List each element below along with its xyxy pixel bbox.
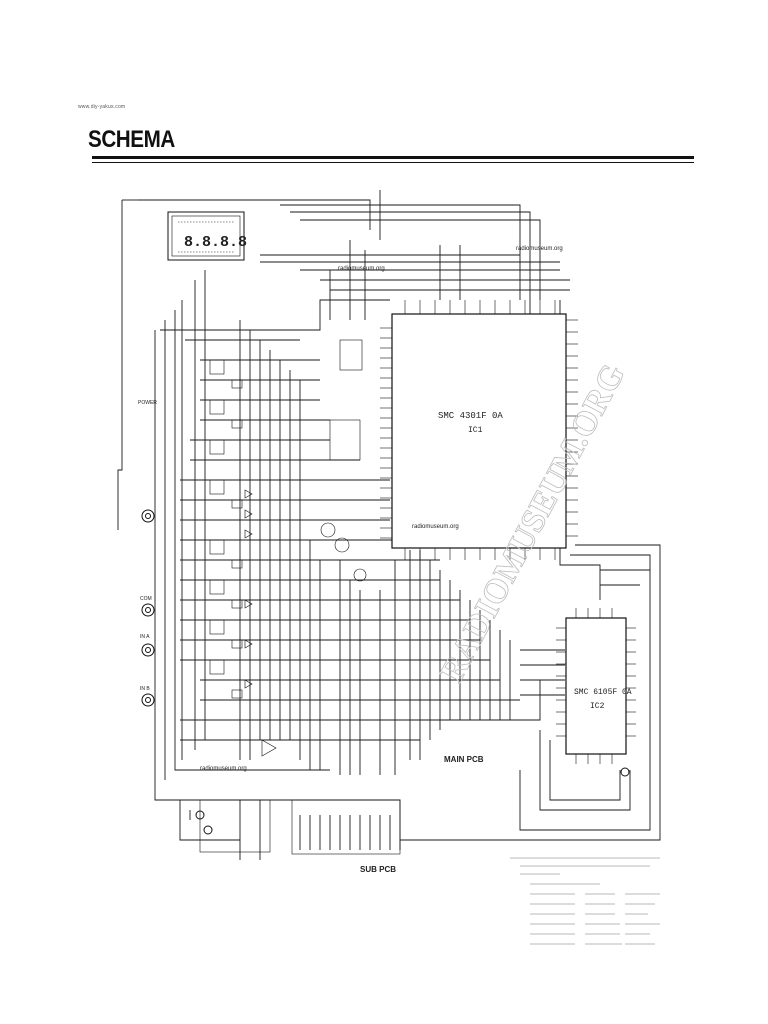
in-b-label: IN B bbox=[140, 686, 150, 692]
watermark-url-2: radiomuseum.org bbox=[516, 246, 563, 252]
title-rule-thick bbox=[92, 156, 694, 159]
source-site-label: www.diy-yakus.com bbox=[78, 104, 126, 110]
ic2-part-number: SMC 6105F 0A bbox=[574, 688, 632, 697]
sub-pcb-label: SUB PCB bbox=[360, 865, 396, 874]
watermark-url-1: radiomuseum.org bbox=[338, 266, 385, 272]
ic2-ref: IC2 bbox=[590, 702, 605, 711]
watermark-url-4: radiomuseum.org bbox=[200, 766, 247, 772]
power-label: POWER bbox=[138, 400, 157, 406]
com-label: COM bbox=[140, 596, 152, 602]
main-pcb-label: MAIN PCB bbox=[444, 755, 484, 764]
ic1-part-number: SMC 4301F 0A bbox=[438, 411, 503, 421]
watermark-url-3: radiomuseum.org bbox=[412, 524, 459, 530]
input-jacks bbox=[141, 509, 630, 835]
in-a-label: IN A bbox=[140, 634, 150, 640]
page-title: SCHEMA bbox=[88, 126, 175, 153]
lcd-display: 8.8.8.8 bbox=[167, 211, 247, 261]
title-rule-thin bbox=[92, 162, 694, 163]
ic2-chip: SMC 6105F 0A IC2 bbox=[556, 608, 636, 764]
switch-diode-matrix bbox=[199, 339, 401, 855]
ic1-ref: IC1 bbox=[468, 426, 483, 435]
lcd-digits: 8.8.8.8 bbox=[184, 234, 247, 251]
ic1-chip: SMC 4301F 0A IC1 bbox=[380, 300, 578, 560]
notes-block bbox=[510, 857, 660, 945]
